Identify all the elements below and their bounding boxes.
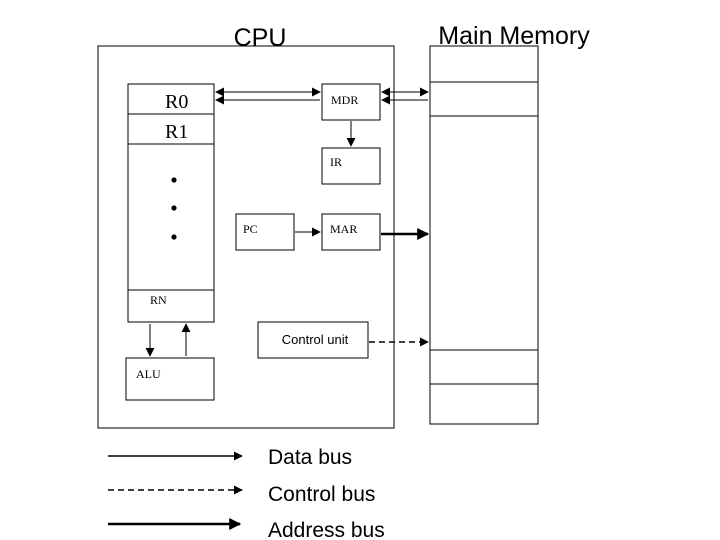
alu-label: ALU [136,367,161,381]
register-r0-label: R0 [165,91,188,113]
mar-box [321,213,381,251]
mdr-label: MDR [331,93,358,107]
ir-label: IR [330,155,342,169]
mar-label: MAR [330,222,357,236]
register-file [127,83,215,323]
legend-data-bus-label: Data bus [268,446,352,469]
ellipsis-dot [171,177,177,183]
legend-control-bus-label: Control bus [268,483,375,506]
register-r1-label: R1 [165,121,188,143]
main-memory-column [429,45,539,425]
ir-box [321,147,381,185]
control-unit-label: Control unit [282,332,349,347]
mdr-box [321,83,381,121]
legend-address-bus-label: Address bus [268,519,385,540]
control-unit-box [257,321,369,359]
alu-box [125,357,215,401]
pc-label: PC [243,222,258,236]
legend: Data bus Control bus Address bus [108,446,385,540]
ellipsis-dot [171,234,177,240]
ellipsis-dot [171,205,177,211]
main-memory-title: Main Memory [438,22,590,50]
pc-box [235,213,295,251]
register-rn-label: RN [150,293,167,307]
